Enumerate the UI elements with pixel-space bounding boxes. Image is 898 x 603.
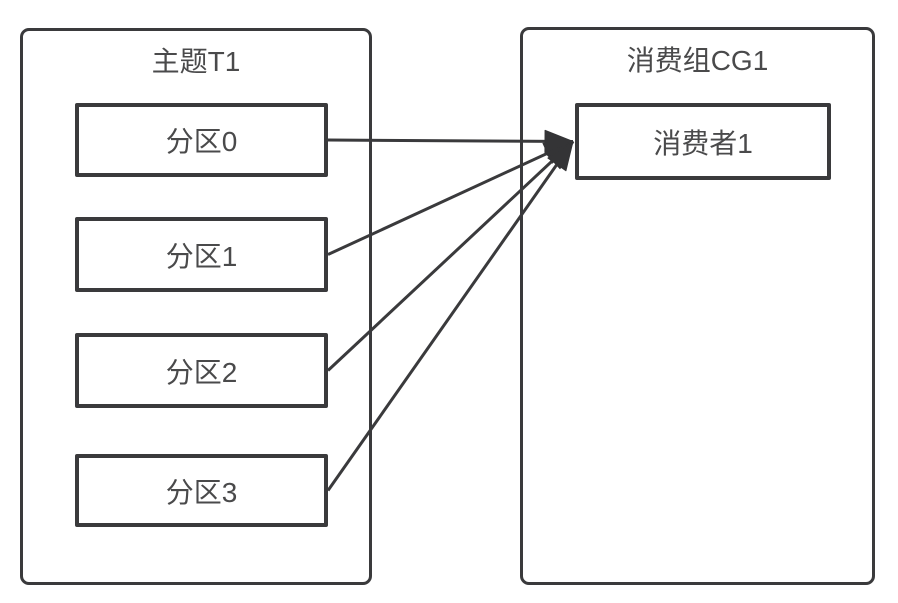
consumer-1-label: 消费者1	[653, 127, 753, 159]
partition-3-label: 分区3	[165, 476, 238, 508]
partition-1-label: 分区1	[165, 240, 238, 272]
consumer-group-title: 消费组CG1	[626, 45, 769, 76]
partition-0-label: 分区0	[165, 126, 238, 157]
partition-1-box: 分区1	[75, 217, 328, 292]
partition-2-box: 分区2	[75, 333, 328, 408]
partition-3-box: 分区3	[75, 454, 328, 527]
partition-2-label: 分区2	[165, 356, 238, 388]
consumer-group-box: 消费组CG1 消费者1	[520, 27, 875, 585]
partition-0-box: 分区0	[75, 103, 328, 177]
consumer-1-box: 消费者1	[575, 103, 831, 180]
topic-group-box: 主题T1 分区0 分区1 分区2 分区3	[20, 28, 372, 585]
topic-title: 主题T1	[151, 46, 241, 77]
